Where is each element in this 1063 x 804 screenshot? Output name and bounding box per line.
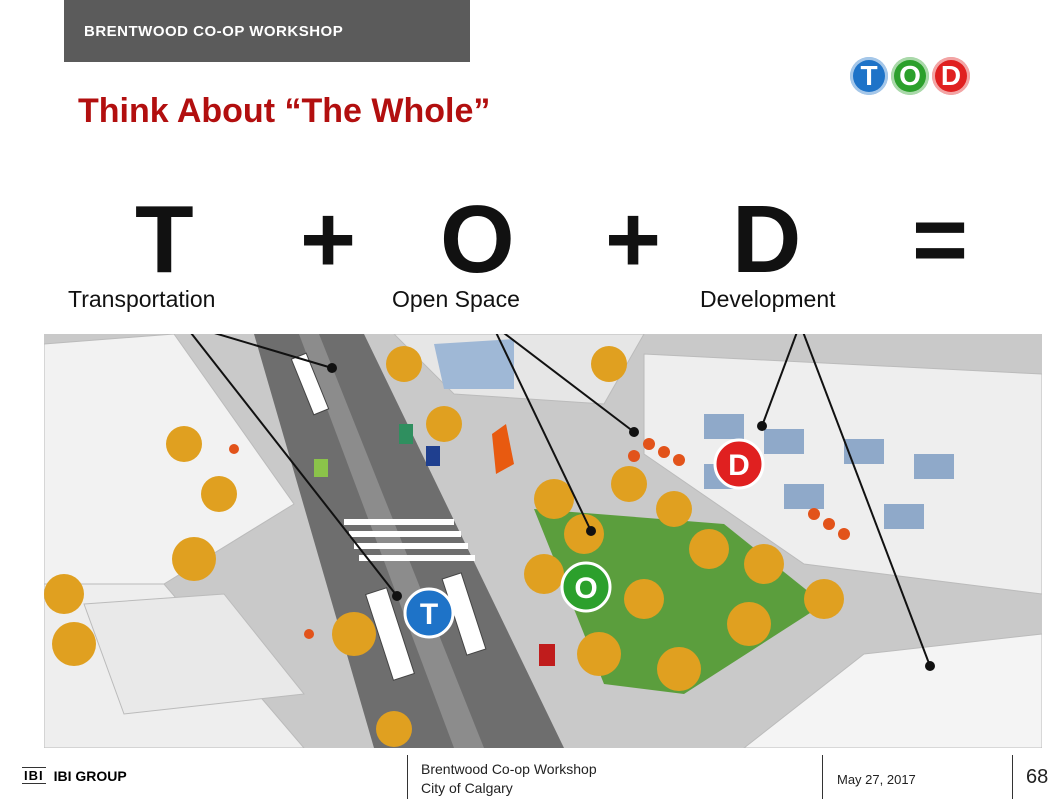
svg-text:D: D [728, 449, 750, 482]
tod-logo: T O D [850, 57, 970, 95]
label-transportation: Transportation [68, 286, 216, 312]
tod-logo-o-icon: O [891, 57, 929, 95]
label-open-space: Open Space [392, 286, 520, 312]
marker-d-icon: D [713, 438, 765, 490]
page-number: 68 [1026, 766, 1049, 788]
footer-workshop-name: Brentwood Co-op Workshop [421, 761, 597, 777]
footer-divider-page [1012, 755, 1013, 799]
footer-divider-right [822, 755, 823, 799]
footer-city: City of Calgary [421, 780, 513, 796]
footer-divider-left [407, 755, 408, 799]
svg-text:T: T [420, 598, 438, 631]
tod-equation: T + O + D = Transportation Open Space De… [0, 170, 1063, 313]
ibi-group-logo: IBI IBI GROUP [22, 767, 127, 784]
ibi-logo-mark-icon: IBI [22, 767, 46, 784]
equation-t: T [135, 186, 194, 293]
svg-text:O: O [574, 572, 597, 605]
workshop-label: BRENTWOOD CO-OP WORKSHOP [84, 22, 344, 40]
label-development: Development [700, 286, 836, 312]
workshop-header-tab: BRENTWOOD CO-OP WORKSHOP [64, 0, 470, 62]
marker-o-icon: O [560, 561, 612, 613]
footer-date: May 27, 2017 [837, 772, 916, 787]
marker-t-icon: T [403, 587, 455, 639]
tod-logo-d-icon: D [932, 57, 970, 95]
equation-plus-1: + [300, 186, 357, 293]
equation-plus-2: + [605, 186, 662, 293]
equation-d: D [732, 186, 802, 293]
equation-o: O [440, 186, 515, 293]
tod-logo-t-icon: T [850, 57, 888, 95]
slide-title: Think About “The Whole” [78, 92, 491, 130]
company-name: IBI GROUP [53, 767, 127, 784]
equation-equals: = [912, 186, 969, 293]
tod-site-illustration: T O D [44, 334, 1042, 748]
footer-workshop-info: Brentwood Co-op Workshop City of Calgary [421, 760, 597, 798]
